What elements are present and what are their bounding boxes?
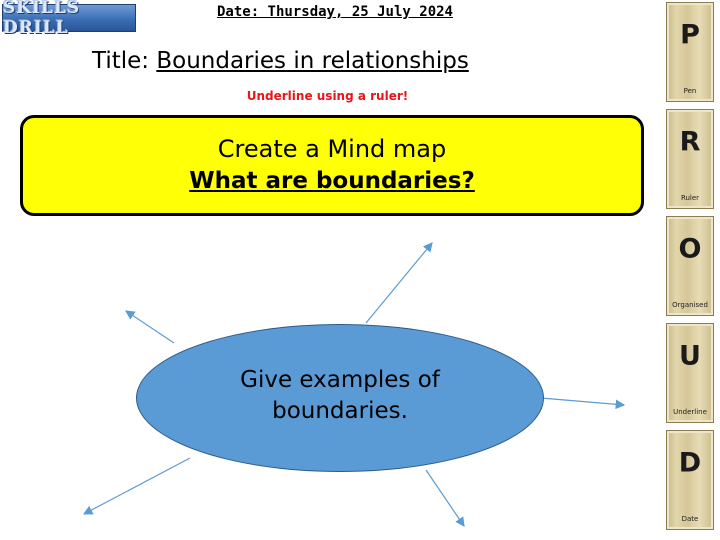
proud-checklist: P Pen R Ruler O Organised U Underline D … xyxy=(664,0,720,540)
tile-letter: U xyxy=(679,340,701,372)
arrow-up-left xyxy=(125,310,175,344)
tile-label: Organised xyxy=(672,301,708,309)
central-idea-bubble: Give examples of boundaries. xyxy=(136,324,544,472)
proud-tile-date: D Date xyxy=(666,430,714,530)
logo-text: SKILLS DRILL xyxy=(3,0,81,38)
tile-label: Ruler xyxy=(680,194,700,202)
proud-tile-pen: P Pen xyxy=(666,2,714,102)
underline-instruction: Underline using a ruler! xyxy=(246,89,409,103)
arrow-right xyxy=(540,397,626,410)
proud-tile-underline: U Underline xyxy=(666,323,714,423)
tile-label: Underline xyxy=(673,408,707,416)
central-idea-line2: boundaries. xyxy=(272,398,408,424)
proud-tile-organised: O Organised xyxy=(666,216,714,316)
central-idea-line1: Give examples of xyxy=(240,367,440,393)
arrow-down-right xyxy=(425,469,465,527)
tile-letter: R xyxy=(679,126,701,158)
arrow-up-right xyxy=(365,242,433,324)
tile-label: Pen xyxy=(683,87,697,95)
task-banner: Create a Mind map What are boundaries? xyxy=(20,115,644,216)
tile-letter: P xyxy=(680,19,700,51)
title-prefix: Title: xyxy=(92,48,157,74)
title-text: Boundaries in relationships xyxy=(156,48,469,74)
tile-letter: D xyxy=(678,447,702,479)
tile-label: Date xyxy=(681,515,699,523)
lesson-title: Title: Boundaries in relationships xyxy=(92,48,469,74)
lesson-date: Date: Thursday, 25 July 2024 xyxy=(216,4,453,20)
tile-letter: O xyxy=(678,233,702,265)
task-heading: Create a Mind map xyxy=(217,135,447,163)
skills-drill-logo: SKILLS DRILL xyxy=(2,0,136,38)
arrow-down-left xyxy=(82,457,191,515)
mind-map-arrows xyxy=(82,242,626,527)
central-idea-text: Give examples of boundaries. xyxy=(137,365,543,427)
task-question: What are boundaries? xyxy=(189,168,475,194)
proud-tile-ruler: R Ruler xyxy=(666,109,714,209)
